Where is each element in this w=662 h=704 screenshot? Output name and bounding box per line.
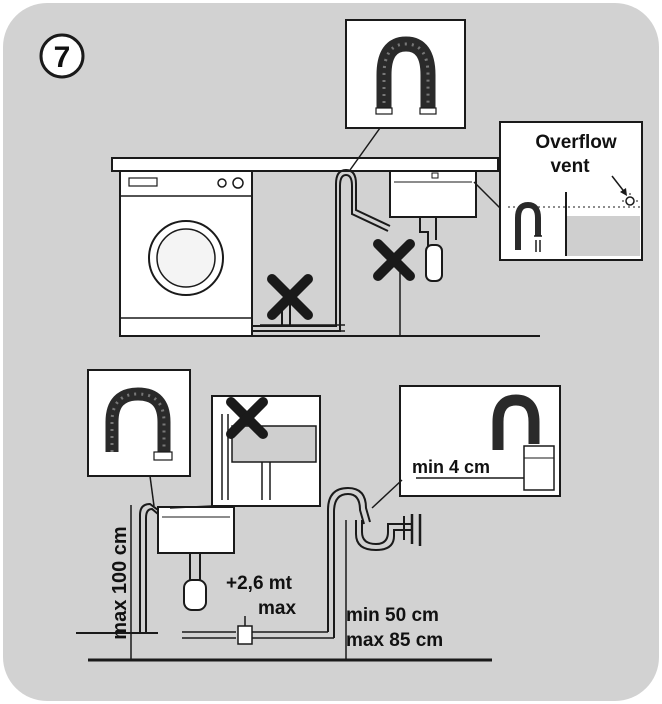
cross-prohibited-icon — [226, 397, 268, 439]
hose-guide-callout-top — [345, 19, 466, 129]
cross-prohibited-icon — [267, 274, 313, 320]
overflow-vent-callout: Overflow vent — [499, 121, 643, 261]
sink-icon — [389, 170, 477, 336]
step-number: 7 — [54, 41, 71, 74]
overflow-label-line1: Overflow — [535, 132, 617, 153]
hose-guide-callout-bottom — [87, 369, 191, 507]
drain-hose-bottom-left — [139, 502, 159, 633]
min-4cm-label: min 4 cm — [412, 457, 490, 477]
drain-hose-top — [252, 168, 391, 332]
washing-machine-icon — [119, 170, 253, 337]
overflow-vent-icon — [622, 193, 638, 206]
u-hose-guide-icon — [105, 387, 173, 461]
max-100cm-label: max 100 cm — [109, 526, 131, 639]
u-hose-guide-icon — [375, 36, 437, 115]
instruction-panel — [3, 3, 659, 701]
extension-label-line1: +2,6 mt — [226, 573, 293, 594]
sink-icon — [157, 506, 235, 611]
extension-label-line2: max — [258, 598, 296, 619]
u-hose-guide-icon — [492, 394, 540, 450]
standpipe-hose — [327, 486, 371, 638]
siphon-icon — [355, 514, 422, 552]
max-85cm-label: max 85 cm — [346, 630, 443, 651]
step-badge: 7 — [39, 33, 85, 79]
countertop — [111, 157, 499, 172]
min-50cm-label: min 50 cm — [346, 605, 439, 626]
overflow-label-line2: vent — [550, 156, 590, 177]
cross-prohibited-icon — [373, 239, 415, 281]
hose-extension — [237, 616, 334, 645]
prohibited-sink-callout — [169, 395, 321, 509]
min-4cm-callout: min 4 cm — [371, 385, 561, 509]
